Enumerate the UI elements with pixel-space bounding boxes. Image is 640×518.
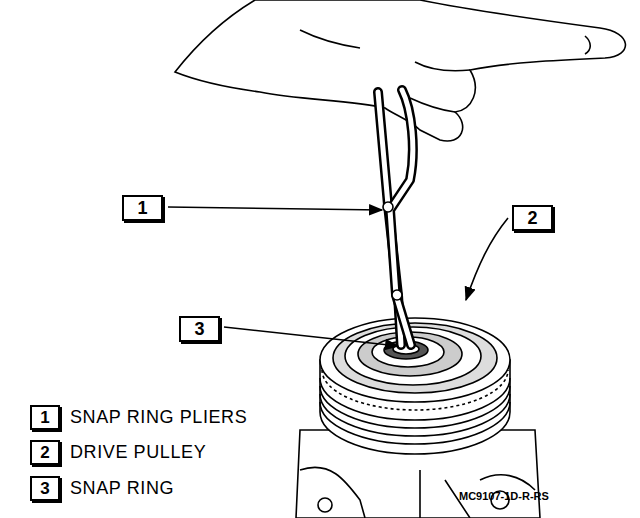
callout-box: 2 xyxy=(512,205,553,231)
part-name: SNAP RING xyxy=(70,478,174,499)
legend-entry: 1 SNAP RING PLIERS xyxy=(30,405,247,430)
callout-number: 1 xyxy=(122,195,163,221)
callout-number: 3 xyxy=(179,316,220,342)
part-name: DRIVE PULLEY xyxy=(70,442,206,463)
figure-code: MC9107-1D-R-RS xyxy=(459,490,549,502)
legend-entry: 3 SNAP RING xyxy=(30,476,174,501)
leader-lines xyxy=(168,207,508,346)
callout-number: 3 xyxy=(30,476,60,501)
part-name: SNAP RING PLIERS xyxy=(70,407,247,428)
callout-number: 2 xyxy=(30,440,60,465)
drive-pulley-drawing xyxy=(320,318,510,454)
callout-number: 2 xyxy=(512,205,553,231)
hand-drawing xyxy=(175,0,625,141)
legend-entry: 2 DRIVE PULLEY xyxy=(30,440,206,465)
callout-box: 3 xyxy=(179,316,220,342)
callout-box: 1 xyxy=(122,195,163,221)
snap-ring-pliers-drawing xyxy=(378,90,413,345)
callout-number: 1 xyxy=(30,405,60,430)
